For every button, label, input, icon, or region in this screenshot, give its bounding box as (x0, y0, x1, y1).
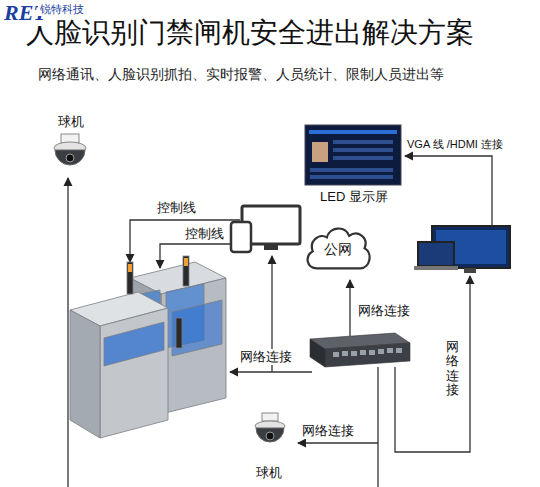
network-wire (377, 367, 378, 487)
subtitle: 网络通讯、人脸识别抓拍、实时报警、人员统计、限制人员进出等 (36, 66, 446, 83)
wire-label: VGA 线 /HDMI 连接 (405, 138, 505, 151)
camera-node: 球机 (254, 464, 284, 482)
wire-label: 控制线 (183, 226, 226, 242)
wire-label: 网络连接 (238, 349, 294, 365)
logo-text: 锐特科技 (38, 3, 86, 16)
node-text: 球机 (58, 114, 84, 130)
wires (68, 156, 492, 487)
network-wire (230, 371, 312, 372)
network-switch (310, 333, 410, 367)
node-text: LED 显示屏 (320, 189, 388, 205)
node-text: 公网 (324, 241, 352, 258)
network-wire (349, 280, 350, 336)
node-text: 球机 (256, 465, 282, 481)
dome-camera (255, 413, 285, 442)
wire-label: 网络连接 (300, 423, 356, 439)
dome-camera (54, 134, 86, 165)
wire-label: 控制线 (155, 200, 198, 216)
video-wire (405, 156, 492, 226)
cloud-node: 公网 (303, 222, 373, 276)
wire-label: 网络连接 (356, 303, 412, 319)
led-display (305, 125, 401, 185)
wire-label: 网络连接 (446, 340, 459, 397)
computer (231, 206, 300, 252)
display-node: LED 显示屏 (316, 188, 392, 206)
monitors (414, 226, 510, 273)
network-wire (298, 442, 378, 443)
title: 人脸识别门禁闸机安全进出解决方案 (26, 16, 474, 50)
camera-node: 球机 (56, 113, 86, 131)
turnstile-gate (70, 256, 226, 438)
camera-wire (67, 178, 68, 487)
